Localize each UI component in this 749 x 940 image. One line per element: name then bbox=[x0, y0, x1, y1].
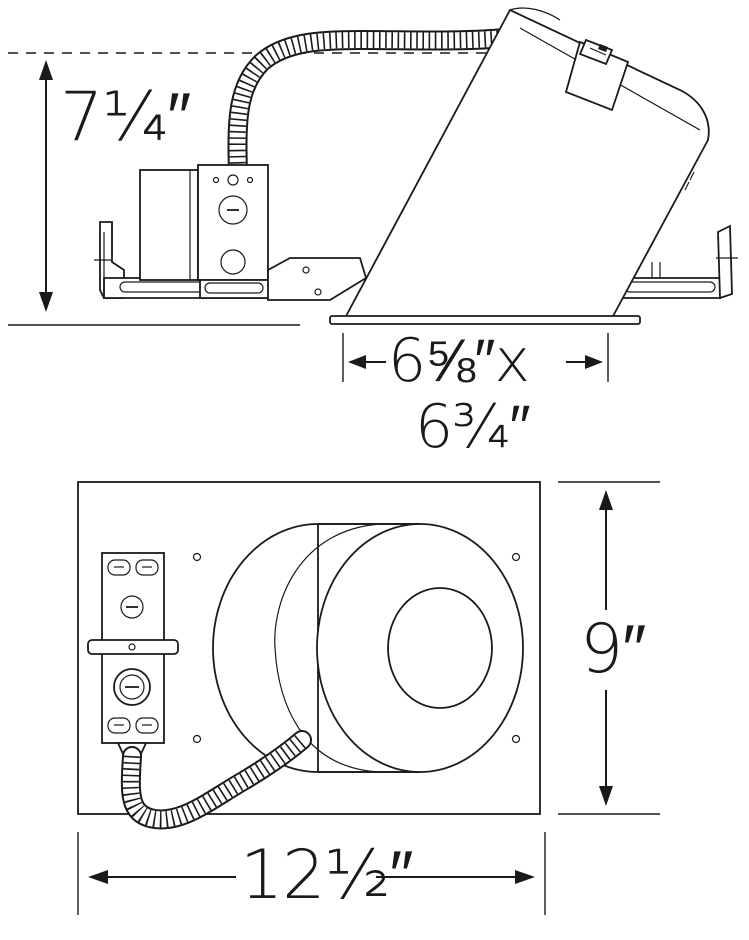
plaster-frame-side bbox=[267, 257, 368, 301]
side-view bbox=[8, 7, 738, 382]
depth-dimension-label: 9″ bbox=[580, 610, 646, 689]
can-housing-side bbox=[343, 7, 710, 319]
trim-flange bbox=[329, 315, 641, 325]
mounting-hole bbox=[192, 734, 202, 744]
mounting-hole bbox=[511, 734, 521, 744]
height-dimension-arrow bbox=[39, 60, 53, 312]
aperture-dimension-label-line2: 6¾″ bbox=[415, 392, 531, 462]
mounting-bar-right bbox=[609, 224, 738, 300]
aperture-opening bbox=[387, 587, 493, 709]
aperture-dimension-arrow bbox=[342, 333, 609, 382]
aperture-dimension-label: 6⅝″x bbox=[388, 326, 530, 396]
depth-dimension-arrow bbox=[558, 481, 660, 815]
can-housing-plan bbox=[212, 523, 524, 773]
height-dimension-label: 7¼″ bbox=[60, 78, 191, 157]
plan-view bbox=[77, 481, 660, 915]
mounting-hole bbox=[511, 552, 521, 562]
flex-conduit-side bbox=[227, 28, 515, 180]
flex-conduit-plan bbox=[120, 730, 312, 830]
junction-box-plan bbox=[87, 552, 179, 757]
mounting-hole bbox=[192, 552, 202, 562]
junction-box-side bbox=[139, 164, 271, 299]
width-dimension-label: 12½″ bbox=[240, 836, 414, 915]
width-dimension-arrow bbox=[77, 832, 546, 915]
